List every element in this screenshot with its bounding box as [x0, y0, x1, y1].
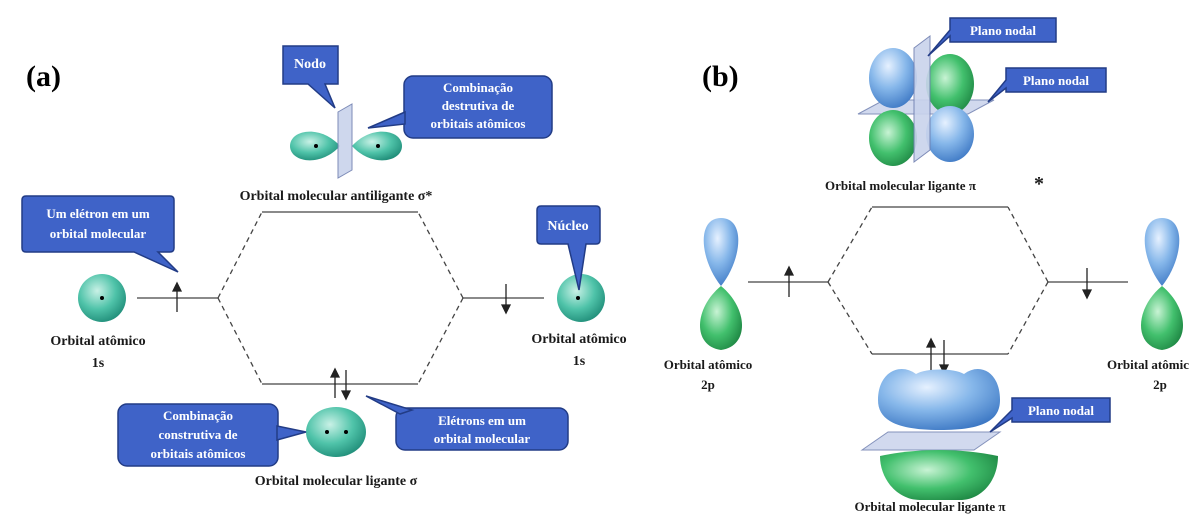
callout-nodo: Nodo: [282, 45, 339, 109]
callout-eletron: Um elétron em um orbital molecular: [21, 195, 179, 273]
bonding-down-arrow-icon: [340, 390, 352, 401]
label-bonding-sigma: Orbital molecular ligante σ: [255, 474, 418, 489]
svg-text:1s: 1s: [573, 354, 586, 369]
svg-text:Plano nodal: Plano nodal: [970, 23, 1036, 38]
correlation-lines-b: [827, 206, 1049, 355]
svg-text:2p: 2p: [1153, 377, 1167, 392]
atomic-orbital-2p-right: [1140, 218, 1184, 350]
svg-text:Elétrons em um: Elétrons em um: [438, 413, 526, 428]
svg-text:orbitais atômicos: orbitais atômicos: [431, 116, 526, 131]
bonding-sigma-orbital: [306, 407, 366, 457]
svg-text:Orbital atômico: Orbital atômico: [664, 357, 752, 372]
bonding-down-arrow-icon: [938, 364, 950, 375]
svg-text:Combinação: Combinação: [163, 408, 233, 423]
electron-down-arrow-icon: [500, 304, 512, 315]
svg-text:orbitais atômicos: orbitais atômicos: [151, 446, 246, 461]
svg-text:orbital molecular: orbital molecular: [434, 431, 531, 446]
panel-label-b: (b): [702, 60, 739, 93]
svg-text:2p: 2p: [701, 377, 715, 392]
electrons-a: [171, 281, 512, 401]
energy-levels-a: [137, 211, 544, 385]
label-antibonding-pi: Orbital molecular ligante π: [825, 178, 976, 193]
panel-label-a: (a): [26, 60, 61, 93]
svg-text:construtiva de: construtiva de: [158, 427, 237, 442]
callout-plano-nodal-bottom: Plano nodal: [989, 397, 1111, 433]
electron-up-arrow-icon: [783, 265, 795, 276]
electrons-b: [783, 265, 1093, 375]
nucleus-dot: [344, 430, 348, 434]
callout-plano-nodal-top-1: Plano nodal: [927, 17, 1057, 57]
bonding-pi-orbital: [860, 369, 1002, 500]
correlation-lines-a: [217, 211, 464, 385]
svg-text:destrutiva de: destrutiva de: [442, 98, 515, 113]
svg-text:orbital molecular: orbital molecular: [50, 226, 147, 241]
bonding-up-arrow-icon: [329, 367, 341, 378]
electron-up-arrow-icon: [171, 281, 183, 292]
bonding-up-arrow-icon: [925, 337, 937, 348]
star-symbol: *: [1034, 173, 1044, 195]
label-antibonding-sigma: Orbital molecular antiligante σ*: [240, 189, 433, 204]
nucleus-dot: [576, 296, 580, 300]
svg-text:Orbital atômic: Orbital atômic: [1107, 357, 1189, 372]
svg-text:Plano nodal: Plano nodal: [1023, 73, 1089, 88]
callout-nucleo: Núcleo: [536, 205, 601, 291]
callout-plano-nodal-top-2: Plano nodal: [987, 67, 1107, 103]
callout-eletrons: Elétrons em um orbital molecular: [365, 395, 569, 451]
callout-destrutiva: Combinação destrutiva de orbitais atômic…: [367, 75, 553, 139]
nodal-plane: [337, 103, 353, 179]
nodal-plane-vertical: [913, 35, 931, 163]
callout-nodo-text: Nodo: [294, 57, 326, 72]
svg-text:Plano nodal: Plano nodal: [1028, 403, 1094, 418]
svg-text:1s: 1s: [92, 356, 105, 371]
svg-text:Núcleo: Núcleo: [547, 219, 588, 234]
nodal-plane: [860, 431, 1002, 451]
svg-text:Um elétron em um: Um elétron em um: [46, 206, 150, 221]
antibonding-pi-orbital: [857, 35, 995, 166]
label-bonding-pi: Orbital molecular ligante π: [855, 499, 1006, 514]
svg-text:Combinação: Combinação: [443, 80, 513, 95]
nucleus-dot: [325, 430, 329, 434]
svg-text:Orbital atômico: Orbital atômico: [50, 334, 145, 349]
atomic-orbital-1s-right: [557, 274, 605, 322]
antibonding-sigma-orbital: [290, 103, 402, 179]
atomic-orbital-2p-left: [699, 218, 743, 350]
svg-text:Orbital atômico: Orbital atômico: [531, 332, 626, 347]
electron-down-arrow-icon: [1081, 289, 1093, 300]
nucleus-dot: [100, 296, 104, 300]
energy-levels-b: [748, 206, 1128, 355]
callout-construtiva: Combinação construtiva de orbitais atômi…: [117, 403, 307, 467]
